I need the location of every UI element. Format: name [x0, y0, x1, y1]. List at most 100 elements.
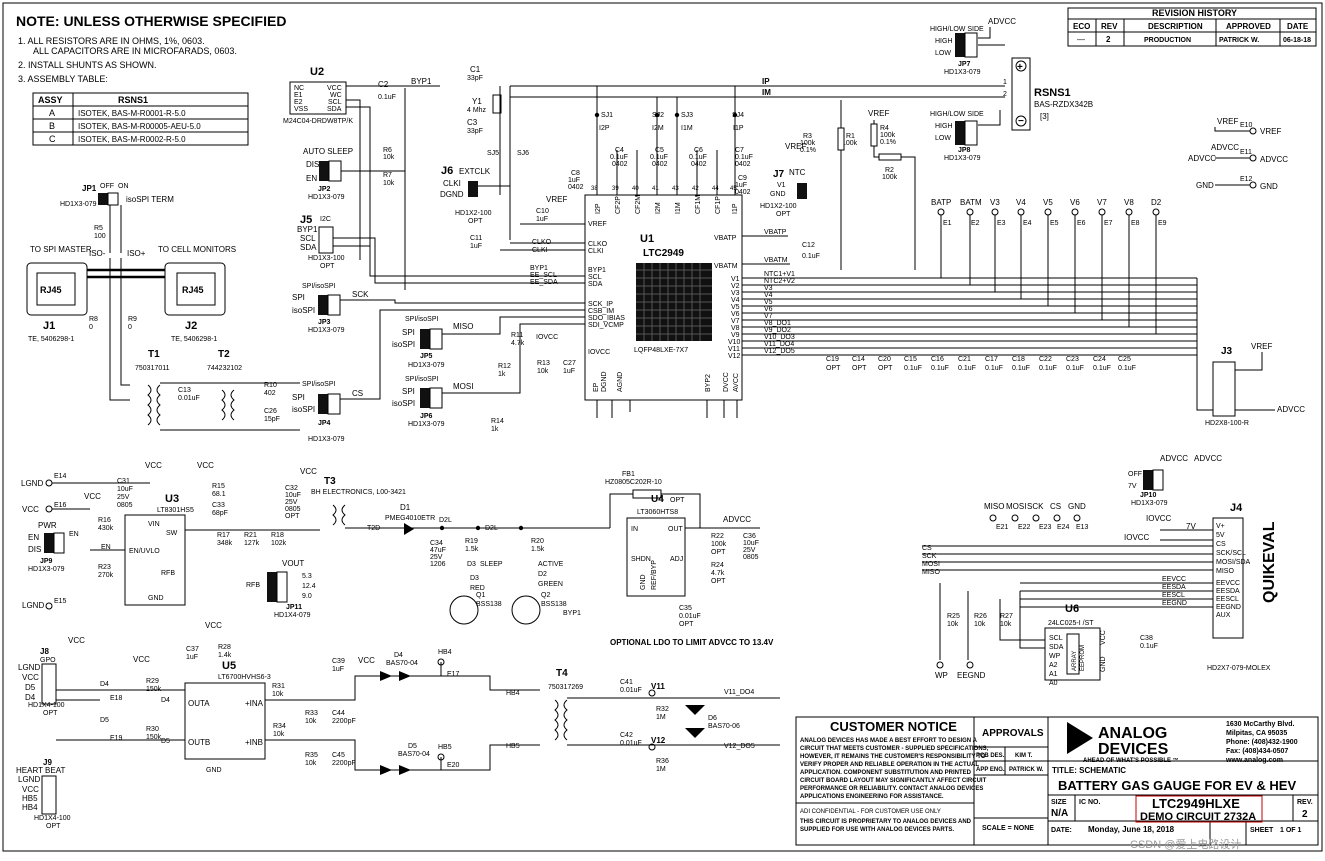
- svg-text:47uF: 47uF: [430, 547, 446, 554]
- svg-text:SJ5: SJ5: [487, 150, 499, 157]
- svg-text:0805: 0805: [117, 502, 133, 509]
- rev-label: REV.: [1297, 799, 1313, 806]
- svg-text:VCC: VCC: [197, 461, 214, 470]
- svg-text:0805: 0805: [743, 554, 759, 561]
- svg-text:VBATM: VBATM: [764, 257, 788, 264]
- svg-text:Q2: Q2: [541, 592, 550, 599]
- sheet-label: SHEET: [1250, 827, 1274, 834]
- svg-text:EEPROM: EEPROM: [1080, 645, 1086, 671]
- svg-text:EESCL: EESCL: [1162, 592, 1185, 599]
- sheet-value: 1 OF 1: [1280, 827, 1302, 834]
- svg-text:R10: R10: [264, 382, 277, 389]
- svg-text:R8: R8: [89, 316, 98, 323]
- svg-text:T4: T4: [556, 668, 568, 679]
- company-addr-2: Milpitas, CA 95035: [1226, 730, 1287, 737]
- svg-text:CLKI: CLKI: [532, 247, 548, 254]
- assy-b-part: ISOTEK, BAS-M-R00005-AEU-5.0: [78, 122, 201, 131]
- svg-text:VBATP: VBATP: [764, 229, 787, 236]
- jp3-title: SPI/isoSPI: [302, 283, 336, 290]
- svg-text:5.3: 5.3: [302, 573, 312, 580]
- svg-text:VSS: VSS: [294, 106, 308, 113]
- date-value: Monday, June 18, 2018: [1088, 825, 1175, 834]
- svg-text:VCC: VCC: [358, 656, 375, 665]
- svg-text:E9: E9: [1158, 220, 1167, 227]
- svg-text:T2: T2: [218, 349, 230, 360]
- assy-c-part: ISOTEK, BAS-M-R0002-R-5.0: [78, 135, 186, 144]
- svg-text:SDA: SDA: [300, 243, 317, 252]
- svg-text:V5: V5: [764, 299, 773, 306]
- svg-text:E17: E17: [447, 671, 460, 678]
- svg-text:V10: V10: [728, 339, 741, 346]
- svg-text:JP11: JP11: [286, 604, 302, 611]
- notice-title: CUSTOMER NOTICE: [830, 719, 957, 734]
- svg-text:E24: E24: [1057, 524, 1070, 531]
- svg-text:GND: GND: [206, 767, 222, 774]
- svg-text:SJ4: SJ4: [732, 112, 744, 119]
- notes-block: NOTE: UNLESS OTHERWISE SPECIFIED 1. ALL …: [16, 13, 286, 84]
- svg-text:EESCL: EESCL: [1216, 596, 1239, 603]
- svg-text:10k: 10k: [305, 718, 317, 725]
- svg-text:4.7k: 4.7k: [711, 570, 725, 577]
- svg-text:0.1uF: 0.1uF: [931, 365, 949, 372]
- svg-text:MISO: MISO: [984, 502, 1004, 511]
- svg-text:+INB: +INB: [245, 738, 263, 747]
- svg-text:100k: 100k: [711, 541, 727, 548]
- svg-text:C5: C5: [655, 147, 664, 154]
- j4-iovcc-label: IOVCC: [1146, 514, 1172, 523]
- company-name-2: DEVICES: [1098, 741, 1169, 758]
- svg-text:C3: C3: [467, 118, 478, 127]
- svg-text:68pF: 68pF: [212, 510, 228, 517]
- svg-text:VREF: VREF: [546, 195, 567, 204]
- svg-text:OFF: OFF: [1128, 471, 1142, 478]
- svg-text:SPI/isoSPI: SPI/isoSPI: [405, 316, 439, 323]
- company-fax: Fax: (408)434-0507: [1226, 748, 1288, 755]
- svg-text:RFB: RFB: [161, 570, 175, 577]
- svg-text:10uF: 10uF: [117, 486, 133, 493]
- ic-no-value: LTC2949HLXE: [1152, 796, 1240, 811]
- svg-text:V10_DO3: V10_DO3: [764, 334, 795, 341]
- svg-text:SDI_VCMP: SDI_VCMP: [588, 322, 624, 329]
- svg-text:1M: 1M: [656, 714, 666, 721]
- notice-proprietary-1: THIS CIRCUIT IS PROPRIETARY TO ANALOG DE…: [800, 819, 972, 825]
- svg-text:10k: 10k: [272, 691, 284, 698]
- rev-number: 2: [1106, 35, 1111, 44]
- svg-text:0805: 0805: [285, 506, 301, 513]
- svg-text:VCC: VCC: [22, 785, 39, 794]
- svg-text:0.1uF: 0.1uF: [610, 154, 628, 161]
- svg-text:BYP1: BYP1: [297, 225, 318, 234]
- svg-text:GND: GND: [1068, 502, 1086, 511]
- svg-text:R9: R9: [128, 316, 137, 323]
- svg-text:C10: C10: [536, 208, 549, 215]
- svg-text:E12: E12: [1240, 176, 1253, 183]
- assy-a: A: [49, 108, 55, 118]
- rev-col-eco: ECO: [1073, 22, 1090, 31]
- svg-text:BAS70-04: BAS70-04: [386, 660, 418, 667]
- svg-text:CF2M: CF2M: [635, 195, 642, 214]
- size-value: N/A: [1051, 808, 1068, 819]
- svg-text:V11_DO4: V11_DO4: [764, 341, 794, 348]
- adi-logo-icon: [1067, 722, 1093, 754]
- svg-text:IOVCC: IOVCC: [588, 349, 610, 356]
- rev-description: PRODUCTION: [1144, 37, 1191, 44]
- svg-text:CS: CS: [1216, 541, 1226, 548]
- svg-text:C16: C16: [931, 356, 944, 363]
- svg-text:0402: 0402: [612, 161, 628, 168]
- svg-text:CF1M: CF1M: [695, 195, 702, 214]
- svg-text:HD2X8-100-R: HD2X8-100-R: [1205, 420, 1249, 427]
- svg-text:C33: C33: [212, 502, 225, 509]
- svg-text:SCL: SCL: [328, 99, 342, 106]
- svg-text:AUX: AUX: [1216, 612, 1231, 619]
- svg-text:0.1uF: 0.1uF: [1118, 365, 1136, 372]
- svg-text:C41: C41: [620, 679, 633, 686]
- svg-text:MOSI: MOSI: [453, 382, 473, 391]
- svg-text:SCK: SCK: [352, 290, 369, 299]
- svg-text:C11: C11: [470, 235, 482, 242]
- rsns1-shunt: + − RSNS1 BAS-RZDX342B [3] 12: [1003, 57, 1093, 131]
- to-spi-master-label: TO SPI MASTER: [30, 245, 92, 254]
- svg-text:CS: CS: [1050, 502, 1061, 511]
- svg-text:C38: C38: [1140, 635, 1153, 642]
